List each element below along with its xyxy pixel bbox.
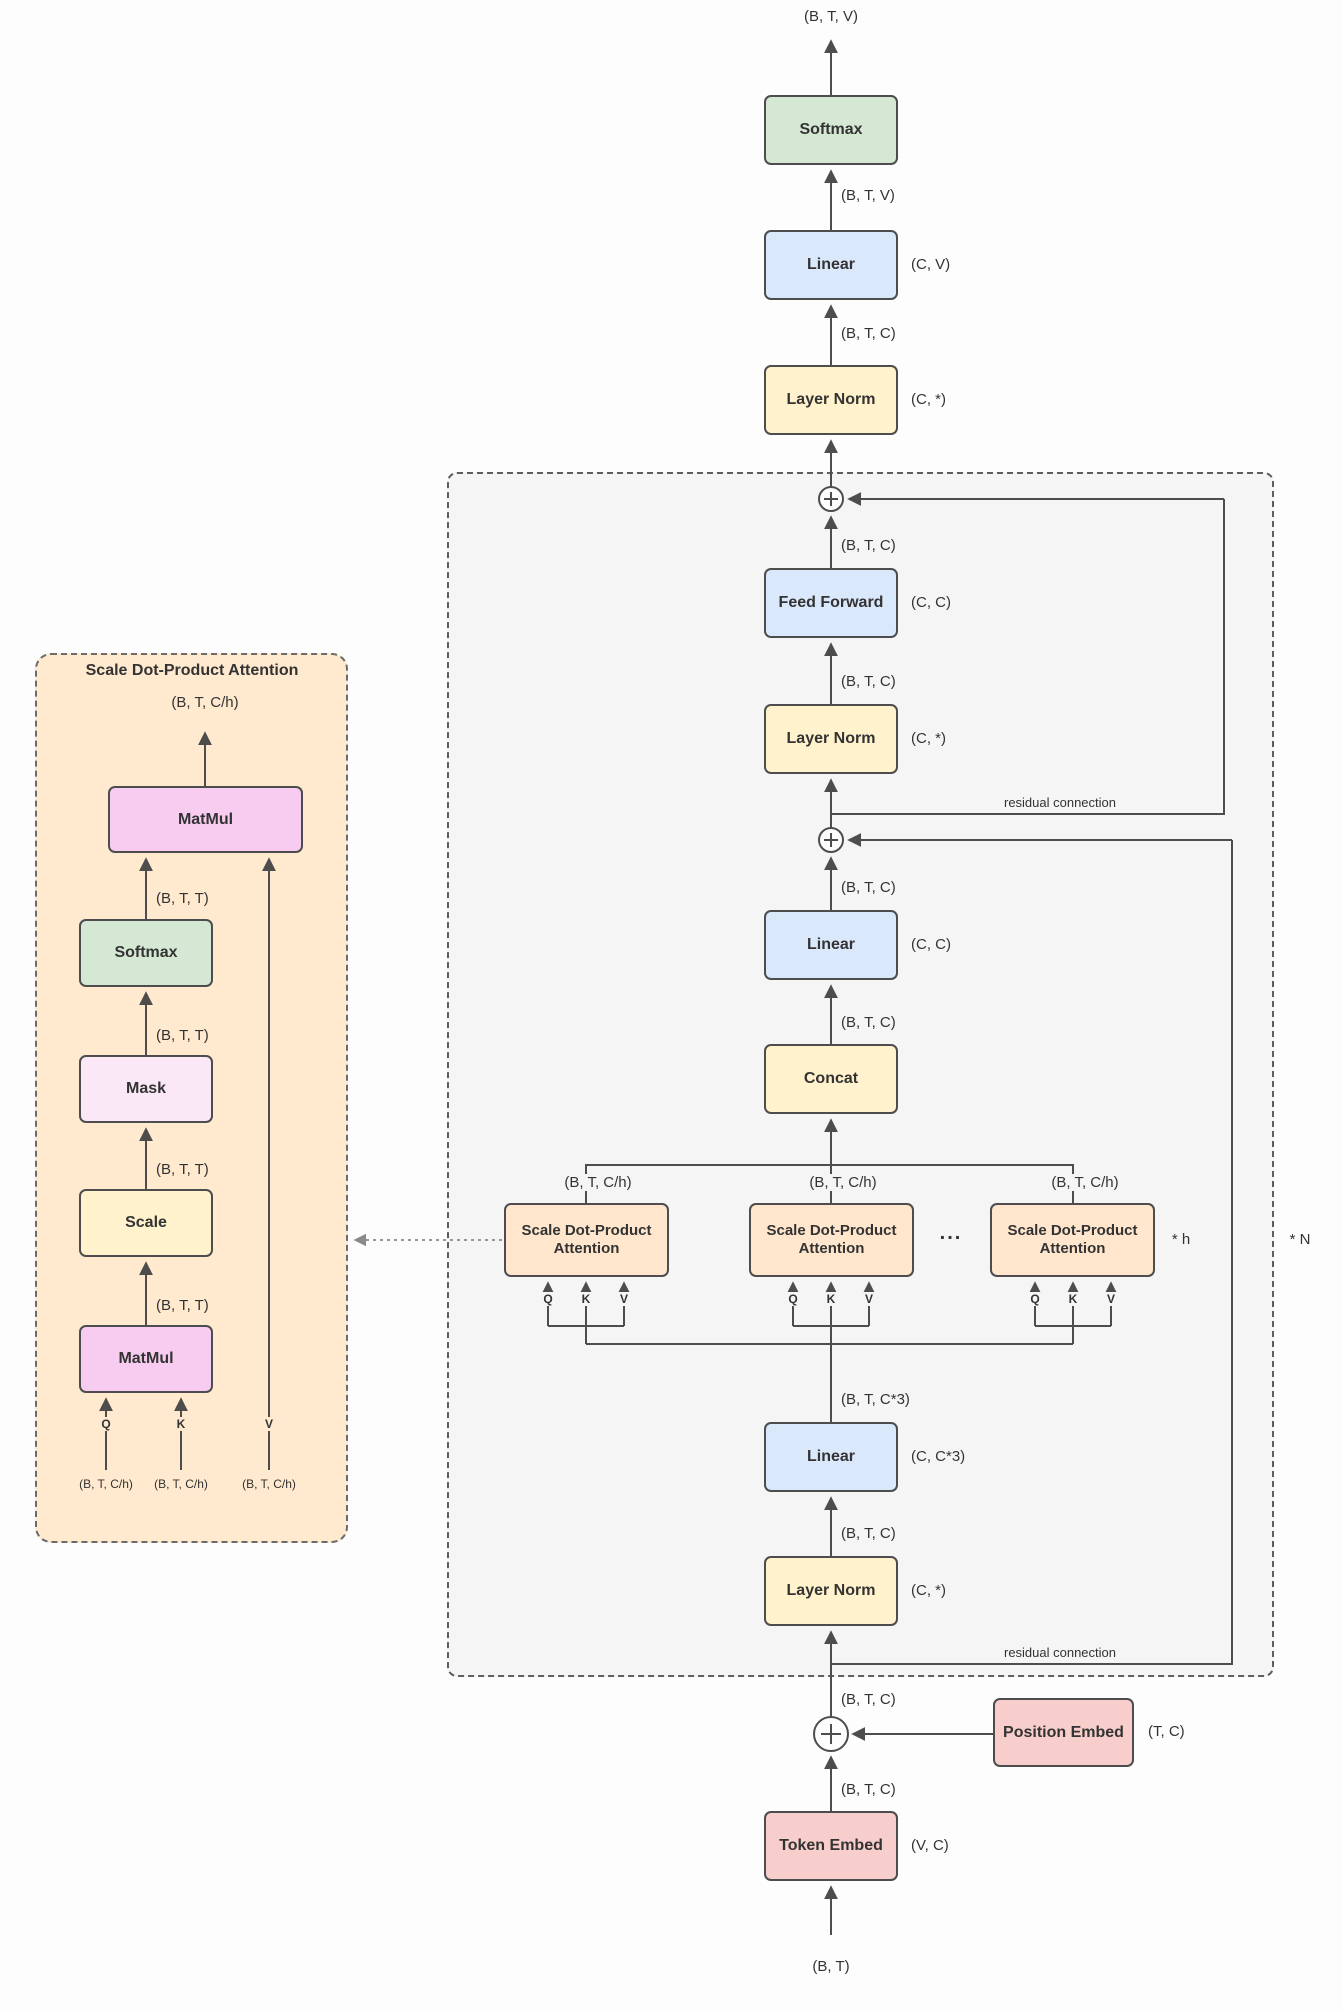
panel-output-shape-label: (B, T, C/h) [171, 694, 239, 711]
shape-label: (B, T, V) [841, 187, 895, 204]
shape-label: (B, T, T) [156, 1027, 209, 1044]
shape-label: (B, T, C) [841, 1781, 896, 1798]
dim-label: (T, C) [1148, 1723, 1185, 1740]
layer-norm-1-node: Layer Norm [764, 1556, 898, 1626]
q-label: Q [540, 1292, 556, 1306]
layer-norm-2-node: Layer Norm [764, 704, 898, 774]
residual-connection-label: residual connection [1003, 795, 1117, 810]
linear-proj-node: Linear [764, 910, 898, 980]
k-label: K [1065, 1292, 1081, 1306]
position-embed-node: Position Embed [993, 1698, 1134, 1767]
dim-label: (C, *) [911, 1582, 946, 1599]
shape-label: (B, T, C/h) [79, 1477, 133, 1491]
dim-label: (C, V) [911, 256, 951, 273]
input-shape-label: (B, T) [812, 1958, 850, 1975]
q-label: Q [98, 1417, 114, 1431]
feed-forward-node: Feed Forward [764, 568, 898, 638]
shape-label: (B, T, T) [156, 1297, 209, 1314]
k-label: K [173, 1417, 189, 1431]
shape-label: (B, T, C/h) [154, 1477, 208, 1491]
dim-label: (C, *) [911, 391, 946, 408]
panel-matmul-bottom-node: MatMul [79, 1325, 213, 1393]
q-label: Q [785, 1292, 801, 1306]
heads-multiplier-label: * h [1171, 1231, 1191, 1248]
head-shape-label: (B, T, C/h) [561, 1174, 635, 1191]
residual-connection-label: residual connection [1003, 1645, 1117, 1660]
softmax-output-node: Softmax [764, 95, 898, 165]
attention-head-2-node: Scale Dot-Product Attention [749, 1203, 914, 1277]
shape-label: (B, T, C) [841, 1691, 896, 1708]
concat-node: Concat [764, 1044, 898, 1114]
attention-head-1-node: Scale Dot-Product Attention [504, 1203, 669, 1277]
shape-label: (B, T, C*3) [841, 1391, 910, 1408]
token-embed-node: Token Embed [764, 1811, 898, 1881]
output-shape-label: (B, T, V) [804, 8, 858, 25]
k-label: K [823, 1292, 839, 1306]
layer-norm-final-node: Layer Norm [764, 365, 898, 435]
panel-softmax-node: Softmax [79, 919, 213, 987]
head-shape-label: (B, T, C/h) [806, 1174, 880, 1191]
v-label: V [261, 1417, 277, 1431]
v-label: V [616, 1292, 632, 1306]
k-label: K [578, 1292, 594, 1306]
q-label: Q [1027, 1292, 1043, 1306]
ellipsis-label: ... [939, 1222, 963, 1244]
shape-label: (B, T, C) [841, 537, 896, 554]
linear-head-node: Linear [764, 230, 898, 300]
panel-mask-node: Mask [79, 1055, 213, 1123]
v-label: V [861, 1292, 877, 1306]
dim-label: (C, C*3) [911, 1448, 966, 1465]
dim-label: (V, C) [911, 1837, 949, 1854]
dim-label: (C, *) [911, 730, 946, 747]
shape-label: (B, T, C) [841, 1525, 896, 1542]
shape-label: (B, T, T) [156, 1161, 209, 1178]
blocks-multiplier-label: * N [1289, 1231, 1311, 1248]
shape-label: (B, T, T) [156, 890, 209, 907]
linear-qkv-node: Linear [764, 1422, 898, 1492]
shape-label: (B, T, C) [841, 1014, 896, 1031]
v-label: V [1103, 1292, 1119, 1306]
panel-title: Scale Dot-Product Attention [85, 662, 299, 679]
dim-label: (C, C) [911, 594, 951, 611]
shape-label: (B, T, C) [841, 673, 896, 690]
attention-head-3-node: Scale Dot-Product Attention [990, 1203, 1155, 1277]
dim-label: (C, C) [911, 936, 951, 953]
shape-label: (B, T, C/h) [242, 1477, 296, 1491]
panel-matmul-top-node: MatMul [108, 786, 303, 853]
shape-label: (B, T, C) [841, 879, 896, 896]
shape-label: (B, T, C) [841, 325, 896, 342]
panel-scale-node: Scale [79, 1189, 213, 1257]
head-shape-label: (B, T, C/h) [1048, 1174, 1122, 1191]
